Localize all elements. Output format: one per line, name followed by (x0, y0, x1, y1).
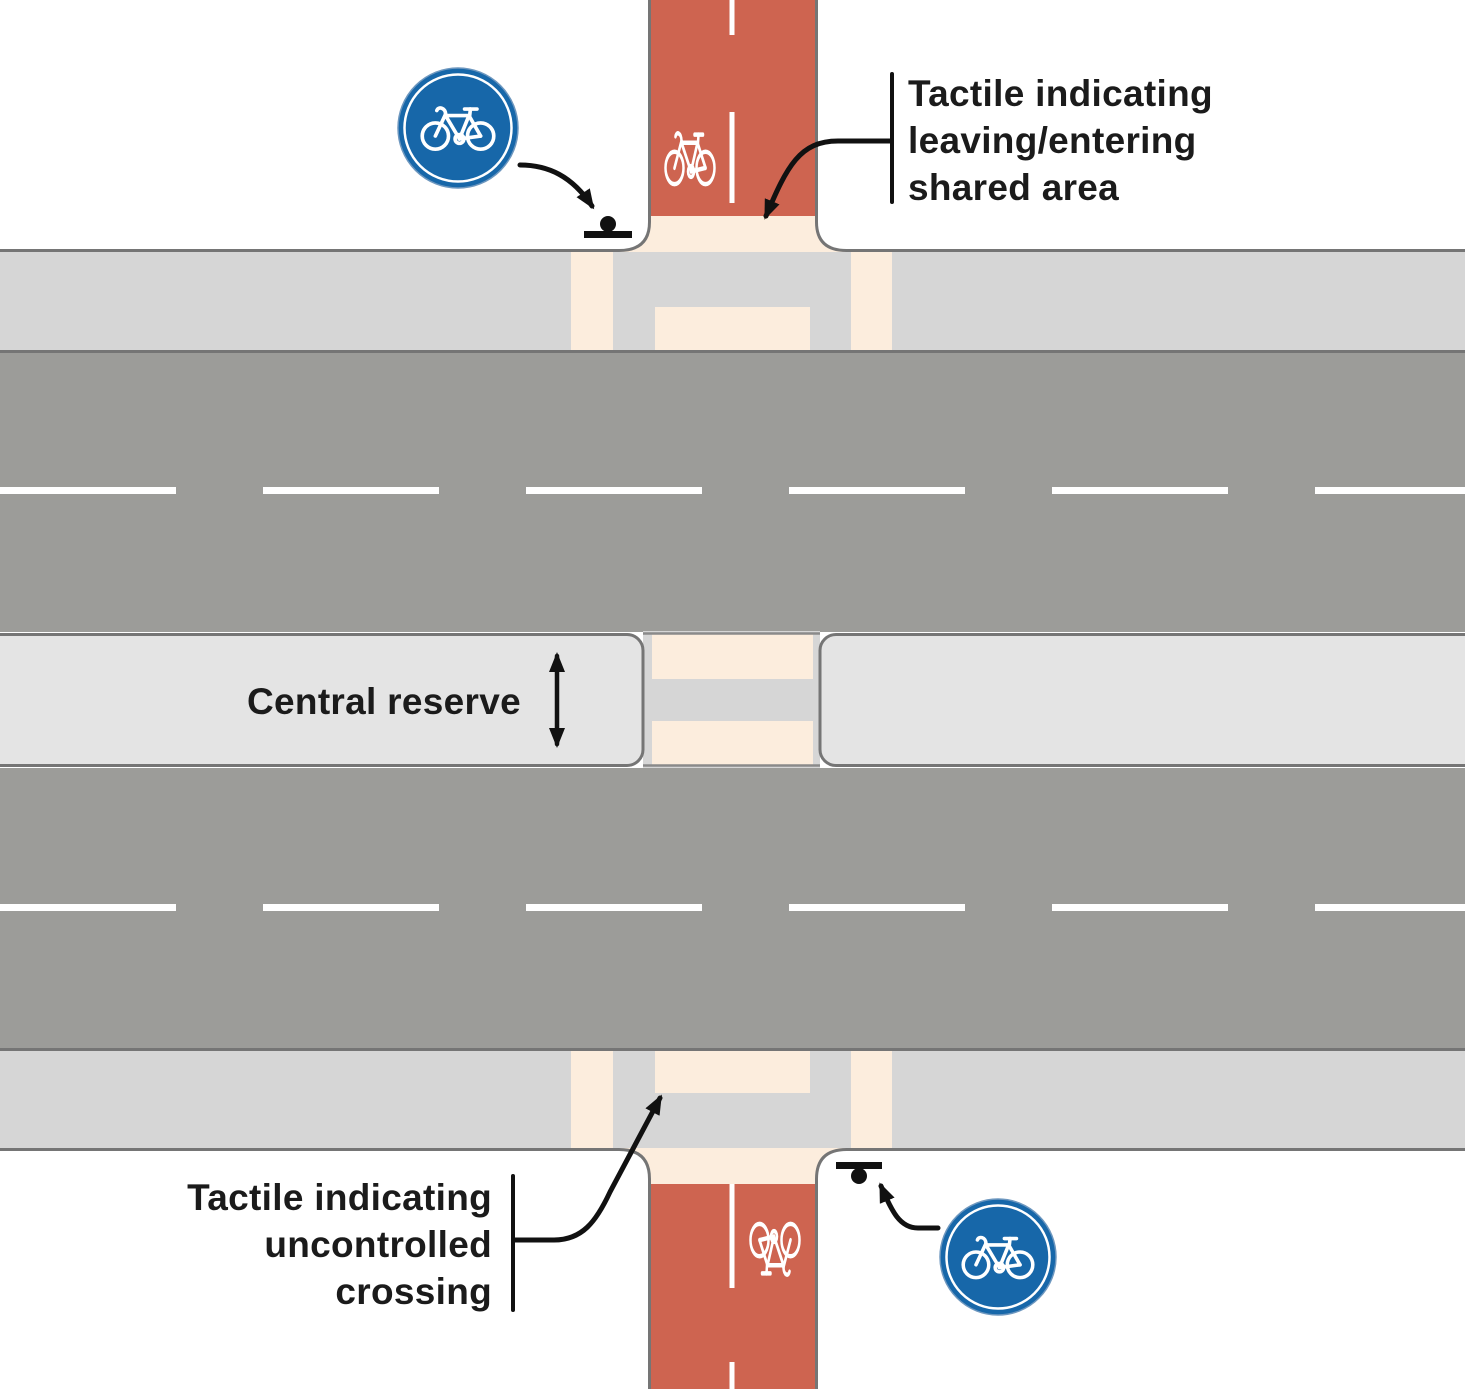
label-line: uncontrolled (264, 1224, 492, 1265)
label-line: shared area (908, 167, 1120, 208)
carriageway-upper (0, 353, 1465, 632)
leader-label-to-crossing-tactile (512, 1094, 663, 1243)
tactile-strip-top-right (851, 252, 892, 350)
tactile-crossing-bottom (655, 1051, 810, 1093)
tactile-reserve-bottom (652, 721, 813, 765)
reserve-gap-edges (643, 632, 820, 767)
central-reserve-island-right (818, 633, 1465, 767)
label-central-reserve: Central reserve (247, 681, 521, 722)
tactile-reserve-top (652, 634, 813, 679)
label-tactile-uncontrolled-crossing: Tactile indicating uncontrolled crossing (92, 1174, 492, 1315)
central-reserve-island-left (0, 633, 645, 767)
label-line: Tactile indicating (908, 73, 1213, 114)
label-line: crossing (335, 1271, 492, 1312)
cycle-route-sign-icon (397, 67, 519, 189)
tactile-strip-bottom-left (571, 1051, 613, 1148)
tactile-crossing-top (655, 307, 810, 350)
cycle-route-sign-icon (939, 1198, 1057, 1316)
verge-top-right (815, 0, 1465, 252)
label-tactile-shared-area: Tactile indicating leaving/entering shar… (908, 70, 1213, 211)
verge-top-left (0, 0, 651, 252)
label-line: leaving/entering (908, 120, 1197, 161)
verge-bottom-right (815, 1148, 1465, 1389)
tactile-strip-bottom-right (851, 1051, 892, 1148)
verge-bottom-left (0, 1148, 651, 1389)
leader-label-to-shared-tactile (763, 138, 894, 220)
leader-sign-to-stud-top (517, 162, 595, 210)
tactile-strip-top-left (571, 252, 613, 350)
label-line: Tactile indicating (187, 1177, 492, 1218)
carriageway-lower (0, 768, 1465, 1049)
tactile-stud-marker-icon (584, 216, 632, 238)
leader-sign-to-stud-bottom (878, 1182, 941, 1231)
track-centre-line (729, 0, 735, 1389)
tactile-stud-marker-icon (836, 1162, 882, 1184)
